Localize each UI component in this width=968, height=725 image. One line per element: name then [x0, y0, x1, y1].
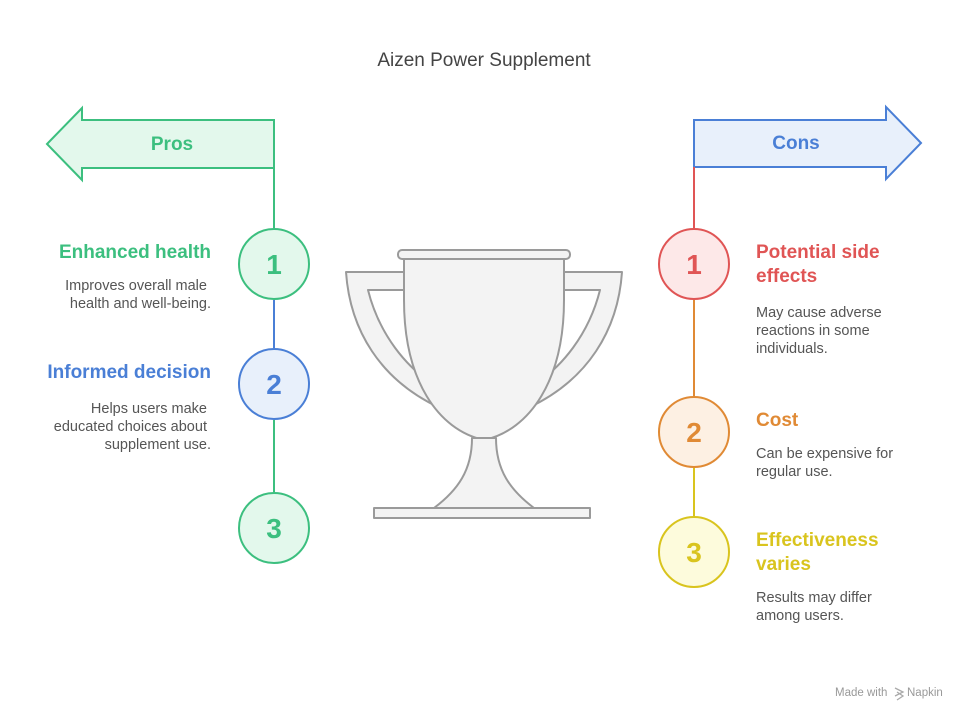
pros-item-2-text: Informed decision Helps users make educa…	[47, 362, 211, 453]
trophy-icon	[345, 249, 623, 519]
cons-description: Results may differ among users.	[756, 590, 876, 624]
pros-item-1-text: Enhanced health Improves overall male he…	[59, 242, 211, 312]
cons-arrow-shape	[693, 104, 923, 182]
cons-number: 1	[686, 249, 702, 280]
napkin-credit[interactable]: Made with Napkin	[835, 687, 943, 701]
cons-heading: Potential side effects	[756, 242, 885, 287]
cons-item-1-text: Potential side effects May cause adverse…	[756, 242, 886, 357]
cons-number-circle	[658, 516, 730, 588]
cons-number: 3	[686, 537, 702, 568]
cons-number-circle	[658, 228, 730, 300]
pros-number-circle	[238, 228, 310, 300]
pros-banner: Pros	[45, 105, 275, 183]
cons-banner: Cons	[693, 104, 923, 182]
cons-label: Cons	[772, 133, 820, 154]
pros-item-1-marker: 1	[238, 228, 310, 300]
credit-brand: Napkin	[907, 687, 943, 699]
pros-number: 1	[266, 249, 282, 280]
pros-heading: Enhanced health	[59, 242, 211, 263]
cons-heading: Cost	[756, 410, 799, 431]
trophy-rim	[397, 249, 571, 260]
pros-description: Improves overall male health and well-be…	[65, 278, 211, 312]
pros-number: 3	[266, 513, 282, 544]
cons-number-circle	[658, 396, 730, 468]
pros-item-3-marker: 3	[238, 492, 310, 564]
trophy-cup	[403, 256, 565, 441]
pros-label: Pros	[151, 134, 193, 155]
cons-number: 2	[686, 417, 702, 448]
cons-item-1-marker: 1	[658, 228, 730, 300]
pros-description: Helps users make educated choices about …	[54, 401, 211, 453]
cons-heading: Effectiveness varies	[756, 530, 884, 575]
pros-heading: Informed decision	[47, 362, 211, 383]
cons-description: Can be expensive for regular use.	[756, 446, 897, 480]
pros-number-circle	[238, 348, 310, 420]
pros-number: 2	[266, 369, 282, 400]
cons-description: May cause adverse reactions in some indi…	[756, 305, 886, 357]
trophy-stem	[433, 437, 535, 509]
cons-item-2-text: Cost Can be expensive for regular use.	[756, 410, 897, 480]
credit-text: Made with	[835, 687, 887, 699]
diagram-title: Aizen Power Supplement	[377, 50, 591, 71]
pros-arrow-shape	[45, 105, 275, 183]
cons-item-3-marker: 3	[658, 516, 730, 588]
pros-number-circle	[238, 492, 310, 564]
napkin-logo-icon	[894, 687, 905, 701]
cons-item-3-text: Effectiveness varies Results may differ …	[756, 530, 884, 624]
pros-item-2-marker: 2	[238, 348, 310, 420]
cons-item-2-marker: 2	[658, 396, 730, 468]
trophy-base	[373, 507, 591, 519]
